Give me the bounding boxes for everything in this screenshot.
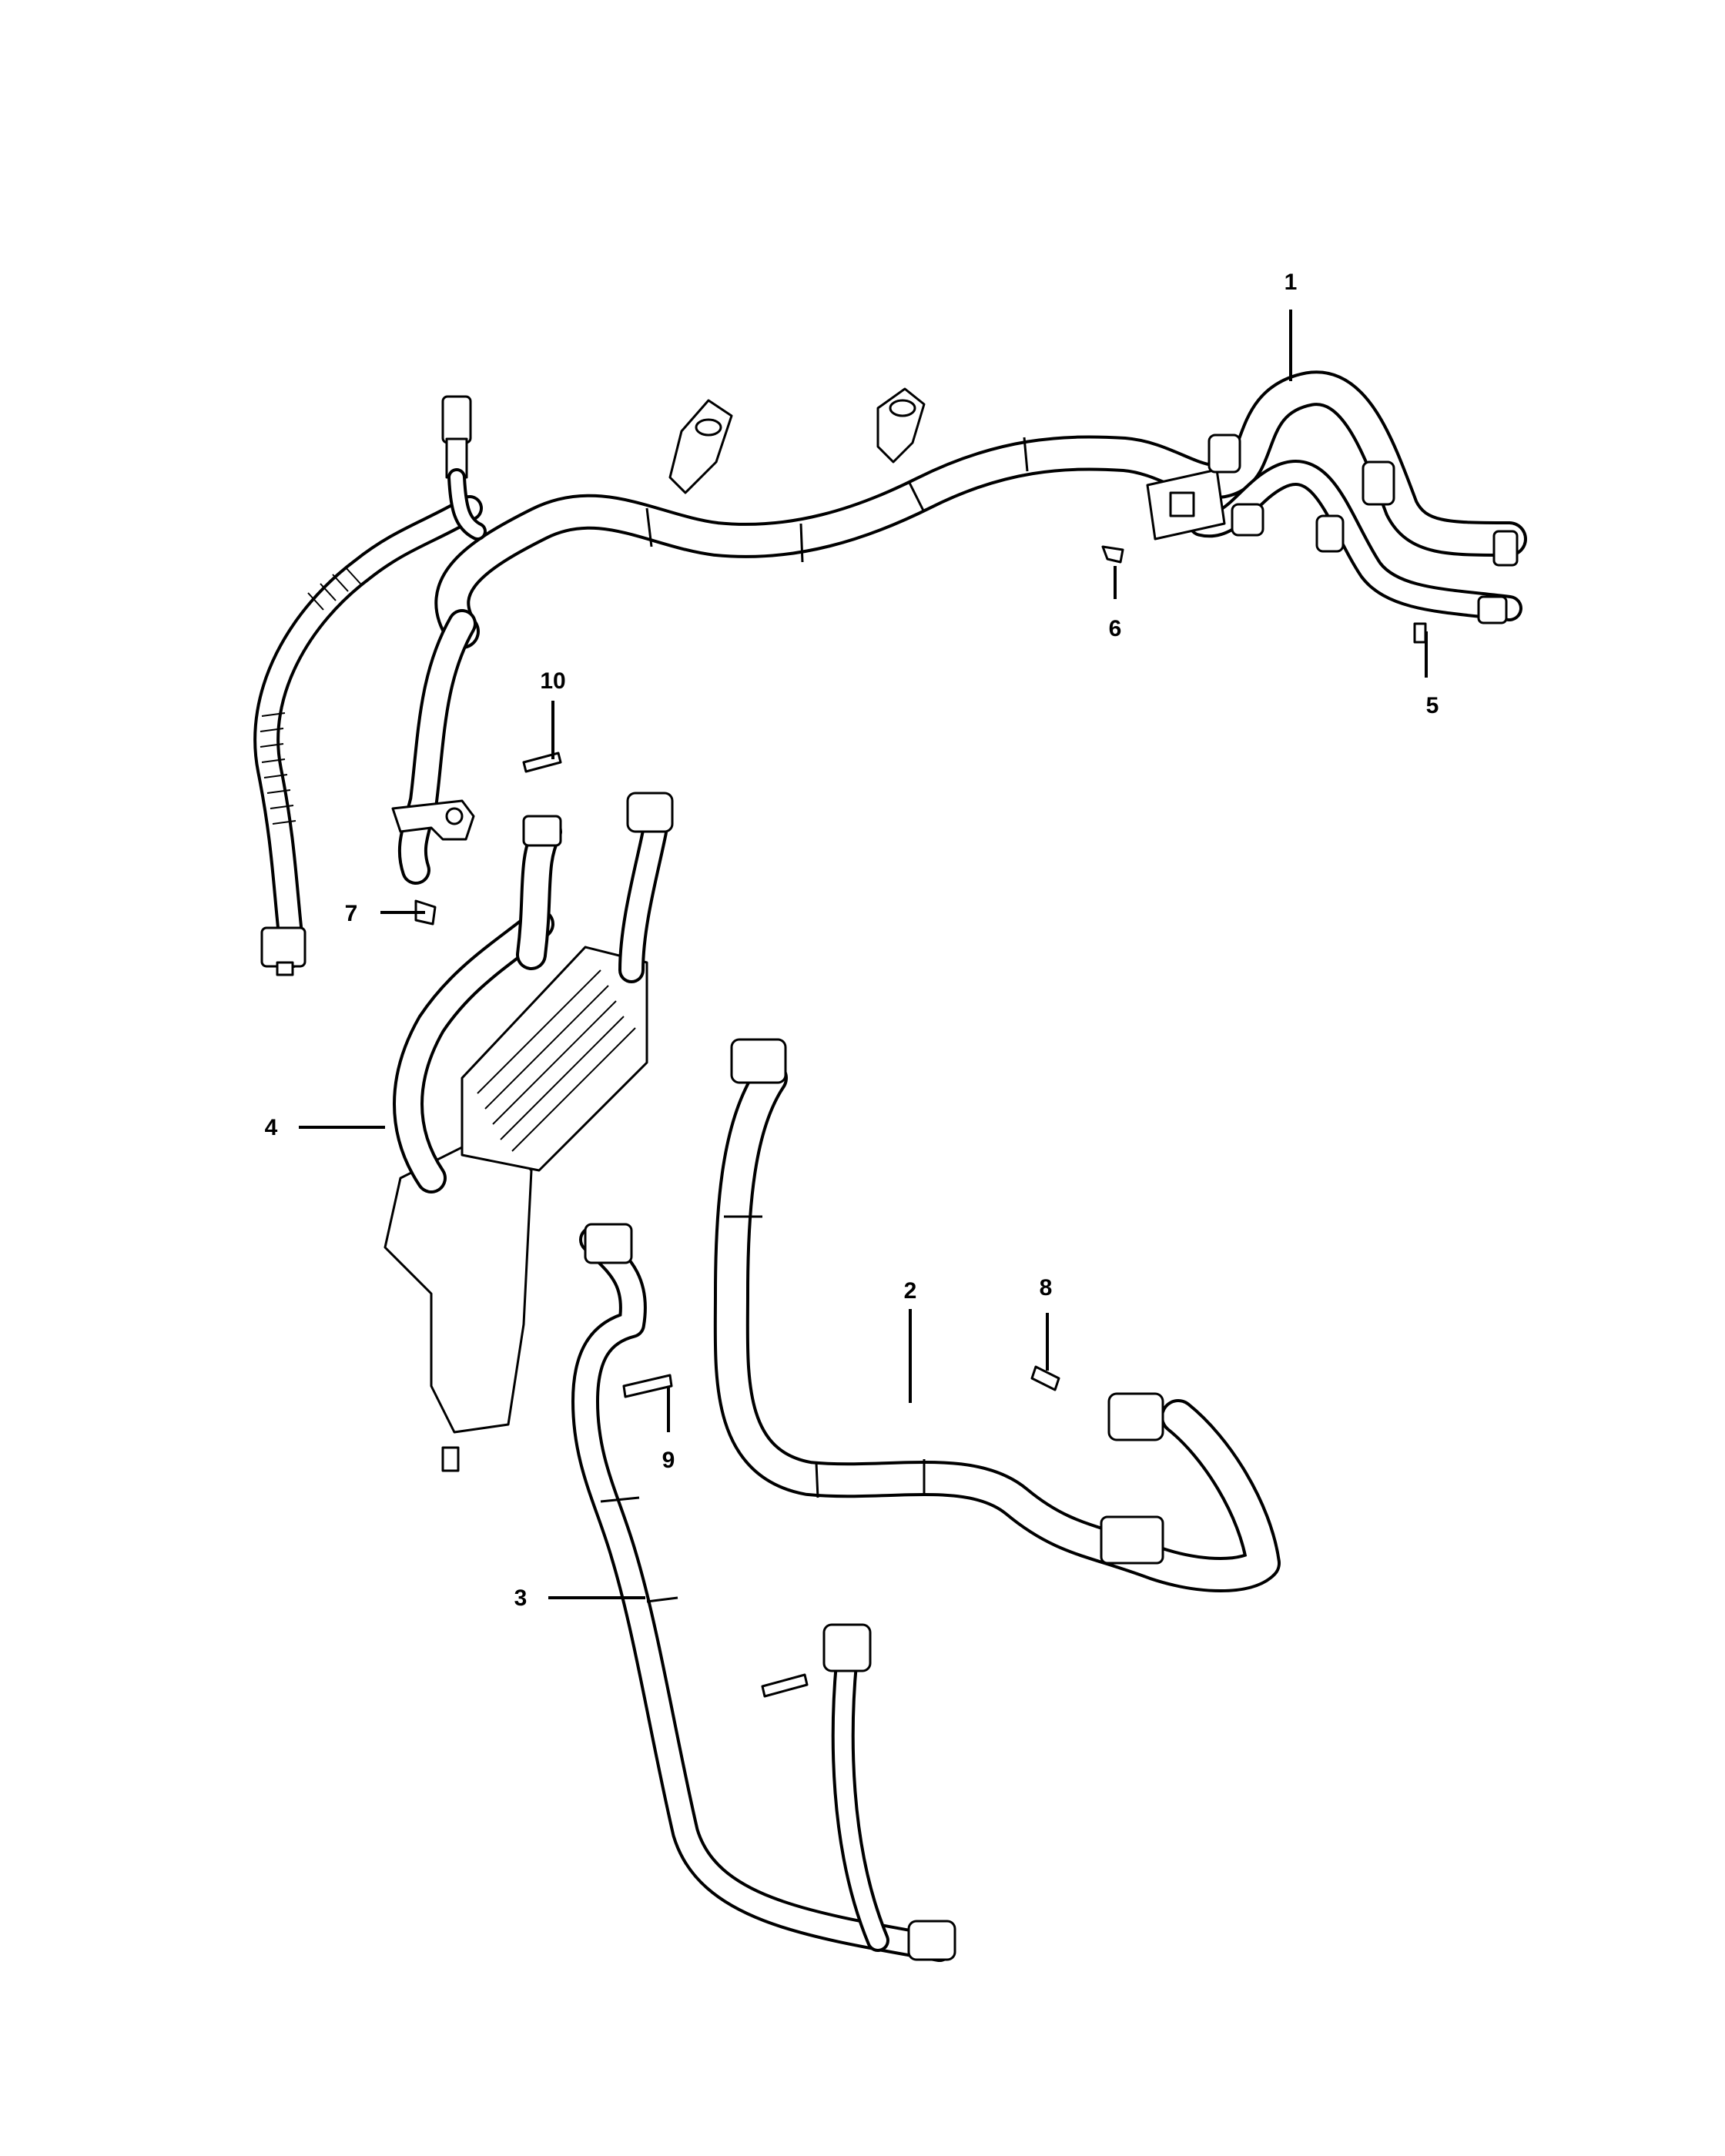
callout-6: 6	[1109, 616, 1122, 641]
bolt-3	[761, 1673, 809, 1698]
corrugation-marks	[260, 566, 361, 825]
part-1-ac-line-assembly	[253, 370, 1527, 976]
callout-leaders	[299, 310, 1428, 1599]
fastener-5	[1413, 622, 1427, 644]
callout-2: 2	[904, 1278, 917, 1304]
part-3-line	[571, 1223, 956, 1962]
callout-labels: 1 2 3 4 5 6 7 8 9 10	[265, 270, 1439, 1611]
right-couplers	[1208, 434, 1395, 553]
bolt-9	[622, 1374, 673, 1398]
bolt-10	[522, 752, 562, 773]
callout-7: 7	[345, 901, 358, 926]
core-hatching	[477, 969, 636, 1152]
part-4-condenser-module	[384, 792, 674, 1472]
callout-9: 9	[662, 1448, 675, 1473]
clip-6	[1101, 545, 1124, 564]
callout-5: 5	[1426, 693, 1439, 718]
callout-3: 3	[514, 1585, 528, 1611]
hose-bands	[645, 437, 1029, 563]
callout-10: 10	[540, 668, 565, 694]
part-2-hose	[713, 1038, 1281, 1592]
callout-8: 8	[1040, 1275, 1053, 1301]
callout-1: 1	[1285, 270, 1298, 295]
callout-4: 4	[265, 1115, 278, 1140]
bolt-8	[1030, 1365, 1060, 1391]
